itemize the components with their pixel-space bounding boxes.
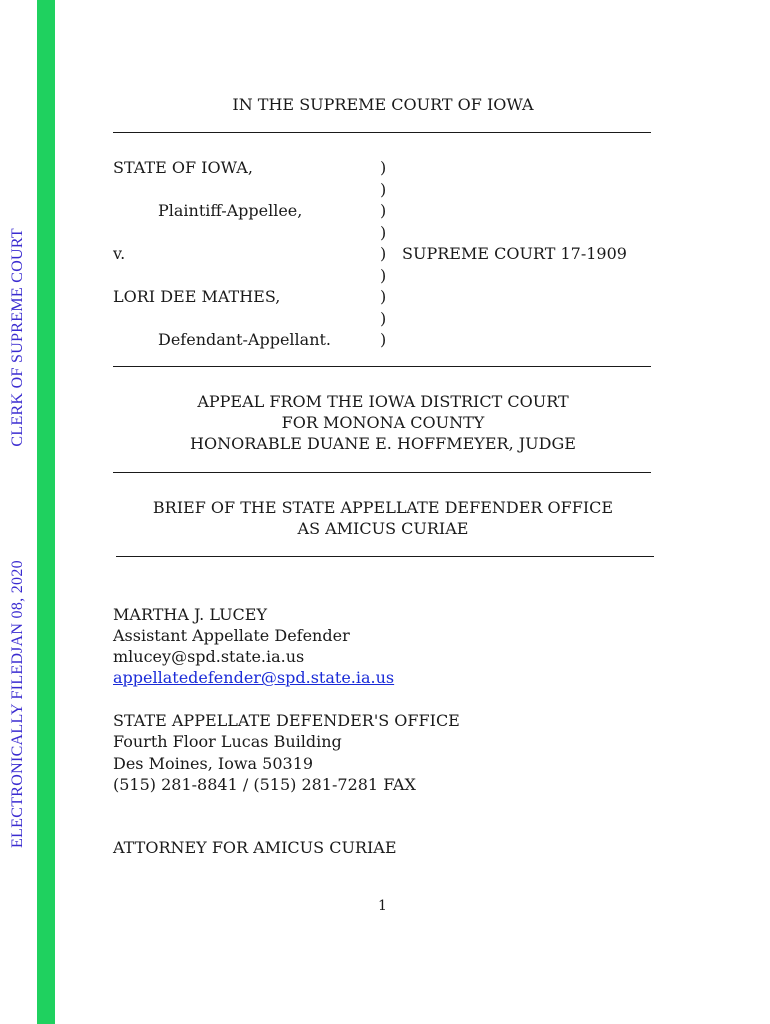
filing-margin-bar <box>37 0 55 1024</box>
divider <box>116 556 654 557</box>
page-number: 1 <box>378 898 387 914</box>
divider <box>113 132 651 133</box>
caption-paren: ) <box>380 180 387 199</box>
divider <box>113 366 651 367</box>
court-heading: IN THE SUPREME COURT OF IOWA <box>232 95 534 114</box>
office-name: STATE APPELLATE DEFENDER'S OFFICE <box>113 711 460 730</box>
office-building: Fourth Floor Lucas Building <box>113 732 342 751</box>
attorney-name: MARTHA J. LUCEY <box>113 605 268 624</box>
appeal-line-1: APPEAL FROM THE IOWA DISTRICT COURT <box>197 392 569 411</box>
defendant-role: Defendant-Appellant. <box>158 330 332 349</box>
filing-stamp: ELECTRONICALLY FILED JAN 08, 2020 CLERK … <box>3 228 33 848</box>
case-number: SUPREME COURT 17-1909 <box>402 244 627 263</box>
versus: v. <box>113 244 126 263</box>
caption-paren: ) <box>380 158 387 177</box>
caption-paren: ) <box>380 266 387 285</box>
attorney-email: mlucey@spd.state.ia.us <box>113 647 305 666</box>
caption-paren: ) <box>380 287 387 306</box>
appeal-line-2: FOR MONONA COUNTY <box>281 413 485 432</box>
caption-paren: ) <box>380 223 387 242</box>
caption-paren: ) <box>380 201 387 220</box>
caption-paren: ) <box>380 309 387 328</box>
stamp-filed: ELECTRONICALLY FILED <box>9 652 26 848</box>
attorney-for: ATTORNEY FOR AMICUS CURIAE <box>113 838 397 857</box>
brief-title-line-1: BRIEF OF THE STATE APPELLATE DEFENDER OF… <box>152 498 614 517</box>
office-city: Des Moines, Iowa 50319 <box>113 754 314 773</box>
plaintiff-name: STATE OF IOWA, <box>113 158 253 177</box>
stamp-date: JAN 08, 2020 <box>9 560 26 653</box>
caption-paren: ) <box>380 330 387 349</box>
divider <box>113 472 651 473</box>
attorney-title: Assistant Appellate Defender <box>113 626 350 645</box>
caption-paren: ) <box>380 244 387 263</box>
plaintiff-role: Plaintiff-Appellee, <box>158 201 303 220</box>
brief-title-line-2: AS AMICUS CURIAE <box>297 519 469 538</box>
appeal-line-3: HONORABLE DUANE E. HOFFMEYER, JUDGE <box>190 434 576 453</box>
stamp-clerk: CLERK OF SUPREME COURT <box>9 228 26 447</box>
office-phone: (515) 281-8841 / (515) 281-7281 FAX <box>113 775 416 794</box>
defendant-name: LORI DEE MATHES, <box>113 287 281 306</box>
office-email-link[interactable]: appellatedefender@spd.state.ia.us <box>113 668 395 687</box>
